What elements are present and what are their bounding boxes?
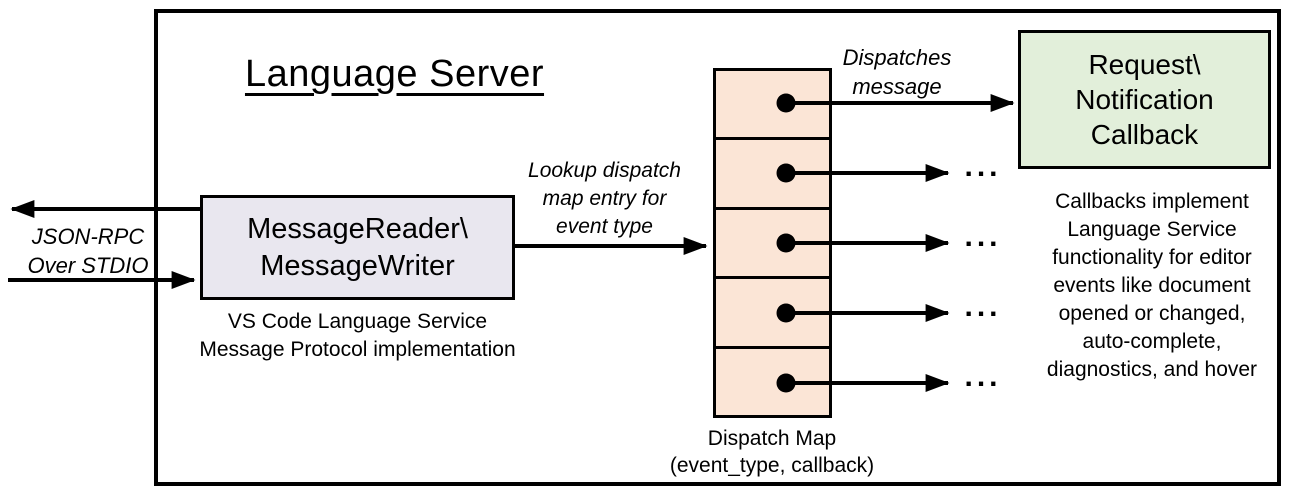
- json-rpc-stdio-label: JSON-RPC Over STDIO: [27, 224, 149, 278]
- page-title: Language Server: [244, 53, 545, 95]
- ellipsis: ...: [964, 290, 1002, 323]
- message-reader-writer-box: MessageReader\ MessageWriter: [200, 195, 515, 300]
- callbacks-description: Callbacks implement Language Service fun…: [1046, 190, 1258, 381]
- language-server-boundary-box: [154, 9, 1281, 486]
- dispatch-map-cell: [716, 209, 829, 280]
- dispatch-map-cell: [716, 279, 829, 349]
- dispatch-map-cell: [716, 348, 829, 416]
- message-reader-writer-label: MessageReader\ MessageWriter: [247, 212, 468, 282]
- ellipsis: ...: [964, 150, 1002, 183]
- reader-caption: VS Code Language Service Message Protoco…: [199, 310, 516, 361]
- request-notification-callback-label: Request\ Notification Callback: [1075, 49, 1214, 150]
- dispatch-map-cell: [716, 140, 829, 210]
- request-notification-callback-box: Request\ Notification Callback: [1018, 30, 1271, 169]
- ellipsis: ...: [964, 360, 1002, 393]
- dispatch-map-cell: [716, 71, 829, 141]
- dispatches-message-annotation: Dispatches message: [842, 45, 952, 99]
- lookup-annotation: Lookup dispatch map entry for event type: [528, 159, 681, 238]
- ellipsis: ...: [964, 220, 1002, 253]
- dispatch-map-caption: Dispatch Map (event_type, callback): [669, 427, 875, 477]
- dispatch-map-box: [713, 68, 832, 418]
